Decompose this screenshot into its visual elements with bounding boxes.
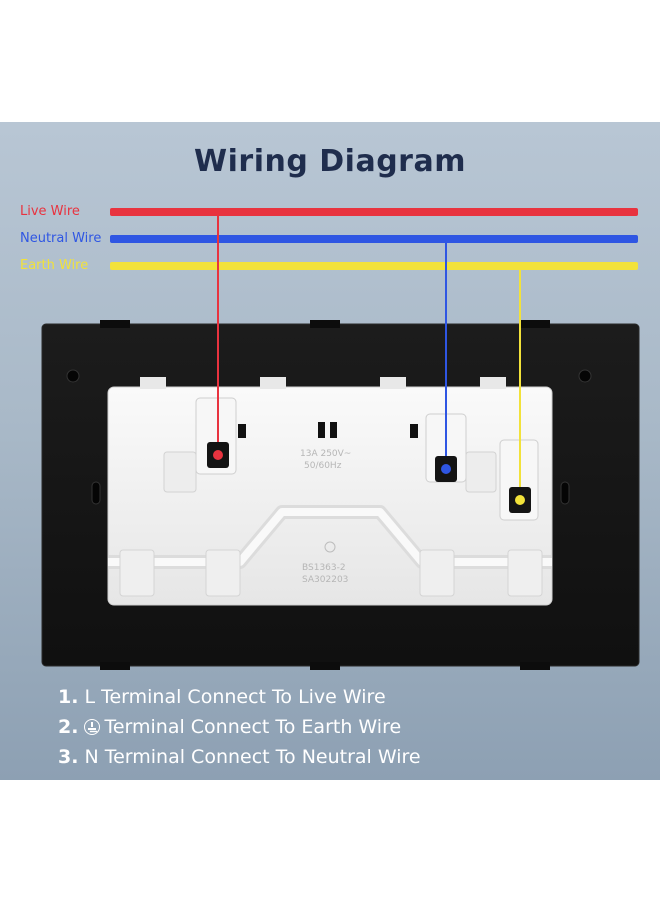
- standard-text: SA302203: [302, 575, 348, 585]
- mounting-slot: [560, 481, 570, 505]
- page-title: Wiring Diagram: [194, 144, 466, 179]
- step-neutral: 3.N Terminal Connect To Neutral Wire: [58, 742, 421, 772]
- step-number: 1.: [58, 686, 79, 708]
- plate-clip: [100, 662, 130, 670]
- live-terminal-dot: [213, 450, 223, 460]
- plate-clip: [100, 320, 130, 328]
- earth-wire-label: Earth Wire: [20, 258, 89, 273]
- plate-clip: [520, 320, 550, 328]
- neutral-wire: [110, 235, 638, 243]
- plate-clip: [310, 662, 340, 670]
- live-wire: [110, 208, 638, 216]
- standard-text: BS1363-2: [302, 563, 346, 573]
- terminal-letter: N: [84, 746, 99, 768]
- instruction-list: 1.L Terminal Connect To Live Wire 2. Term…: [58, 682, 421, 772]
- step-text: Terminal Connect To Earth Wire: [104, 716, 402, 738]
- step-live: 1.L Terminal Connect To Live Wire: [58, 682, 421, 712]
- neutral-wire-label: Neutral Wire: [20, 231, 102, 246]
- rating-text: 50/60Hz: [304, 461, 342, 471]
- earth-terminal-dot: [515, 495, 525, 505]
- earth-wire: [110, 262, 638, 270]
- plate-clip: [520, 662, 550, 670]
- live-wire-label: Live Wire: [20, 204, 80, 219]
- step-text: Terminal Connect To Live Wire: [101, 686, 386, 708]
- step-text: Terminal Connect To Neutral Wire: [104, 746, 421, 768]
- step-earth: 2. Terminal Connect To Earth Wire: [58, 712, 421, 742]
- center-slot: [330, 422, 337, 438]
- mounting-hole: [578, 369, 592, 383]
- step-number: 2.: [58, 716, 79, 738]
- mounting-hole: [66, 369, 80, 383]
- mounting-slot: [91, 481, 101, 505]
- plate-clip: [310, 320, 340, 328]
- terminal-letter: L: [84, 686, 96, 708]
- rating-text: 13A 250V~: [300, 449, 351, 459]
- center-slot: [318, 422, 325, 438]
- diagram-panel: Wiring Diagram Live Wire Neutral Wire Ea…: [0, 122, 660, 780]
- earth-symbol-icon: [84, 719, 101, 735]
- neutral-terminal-dot: [441, 464, 451, 474]
- wiring-diagram-graphic: 13A 250V~ 50/60Hz BS1363-2 SA302203: [41, 208, 640, 670]
- step-number: 3.: [58, 746, 79, 768]
